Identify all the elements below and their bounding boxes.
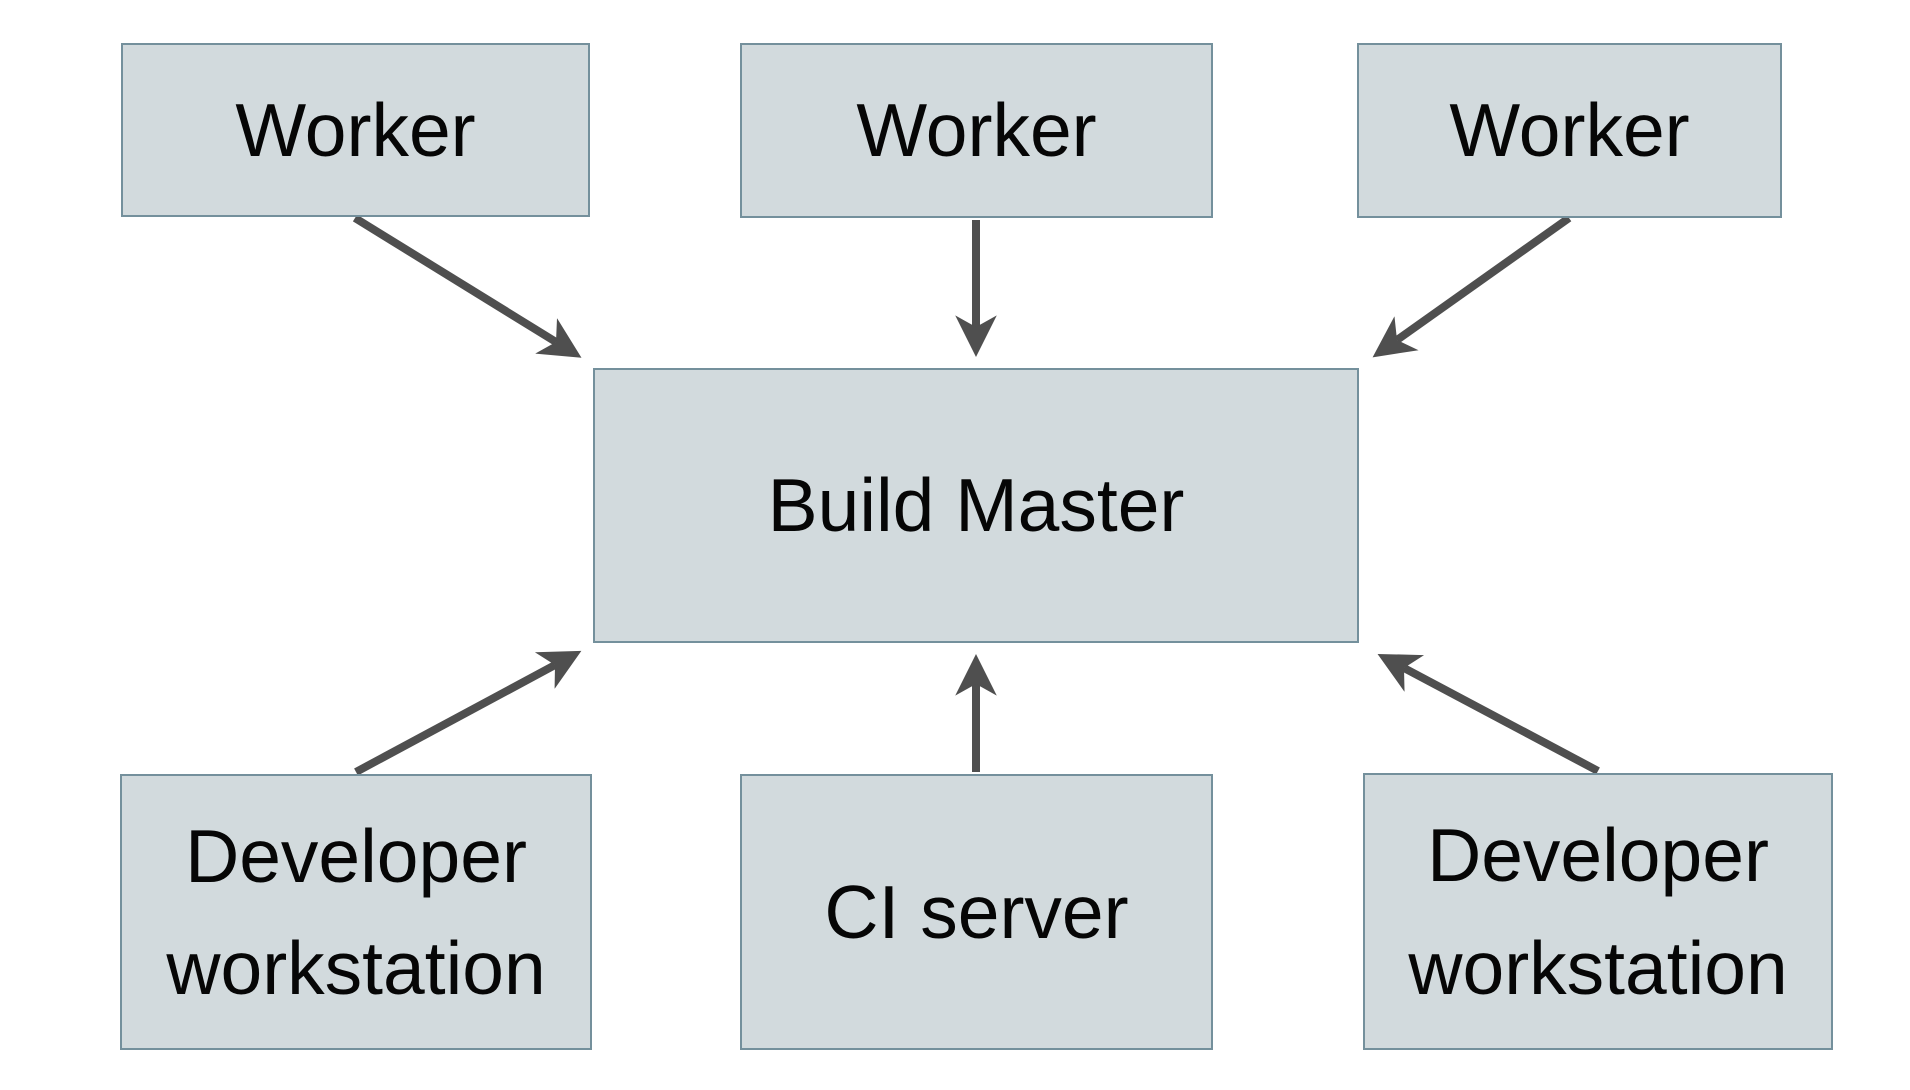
node-worker-2: Worker — [740, 43, 1213, 218]
node-worker-3: Worker — [1357, 43, 1782, 218]
edge-worker3-to-buildmaster-arrow — [1372, 214, 1572, 358]
node-worker-1: Worker — [121, 43, 590, 217]
edge-devleft-to-buildmaster-arrow — [354, 650, 582, 776]
node-ci-server-label: CI server — [824, 869, 1129, 954]
edge-worker1-to-buildmaster-arrow — [352, 214, 582, 358]
node-developer-workstation-right: Developer workstation — [1363, 773, 1833, 1050]
node-developer-workstation-right-label: Developer workstation — [1408, 813, 1788, 1010]
node-worker-3-label: Worker — [1449, 88, 1690, 173]
node-build-master: Build Master — [593, 368, 1359, 643]
edge-devright-to-buildmaster-arrow — [1377, 653, 1600, 775]
node-developer-workstation-left-label: Developer workstation — [166, 813, 546, 1011]
node-developer-workstation-left: Developer workstation — [120, 774, 592, 1050]
node-worker-1-label: Worker — [235, 87, 476, 172]
node-ci-server: CI server — [740, 774, 1213, 1050]
node-worker-2-label: Worker — [856, 88, 1097, 173]
node-build-master-label: Build Master — [767, 463, 1185, 548]
